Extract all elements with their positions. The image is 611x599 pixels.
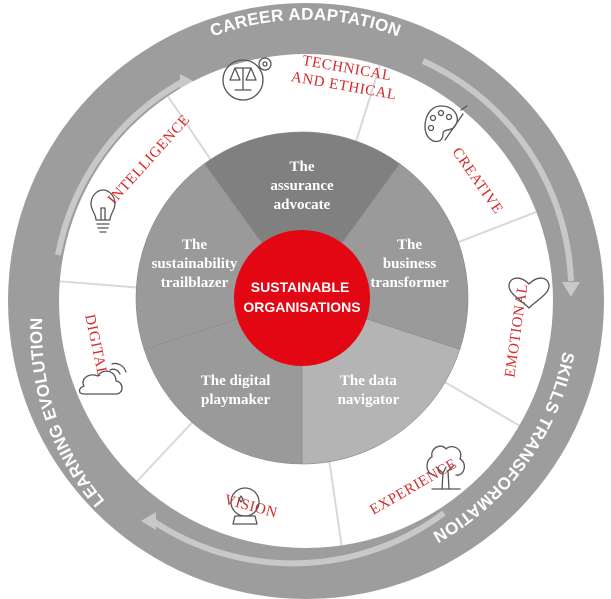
role-label: The data navigator [338,373,400,408]
role-label-line: The [182,237,207,253]
palette-icon [424,105,468,143]
arrowhead-bottom [141,512,156,530]
role-label-line: The [397,237,422,253]
arrow-left-side [55,79,184,256]
role-label-line: advocate [274,197,331,213]
arrowhead-right [562,282,580,297]
role-label: The sustainability trailblazer [152,237,238,291]
segment-divider [435,375,520,427]
role-label-line: transformer [370,275,449,291]
role-label-line: The data [340,373,398,389]
role-label-line: sustainability [152,256,238,272]
cloud-icon [78,362,127,395]
arrowhead-left [180,74,195,90]
heart-icon [508,277,550,309]
role-label: The business transformer [370,237,449,291]
role-label-line: The [289,159,314,175]
segment-divider [326,449,343,546]
center-circle [234,230,370,366]
arrow-right-side [421,58,574,282]
role-slice [203,131,401,299]
cycle-arrowheads [141,74,580,530]
role-label-line: business [383,256,437,272]
role-label: The digital playmaker [201,373,271,408]
tree-icon [426,445,466,490]
cycle-arrows [55,58,574,567]
arrow-bottom [151,510,446,567]
lightbulb-icon [90,189,116,233]
role-label-line: playmaker [201,392,271,408]
role-label-line: navigator [338,392,400,408]
role-label-line: trailblazer [161,275,229,291]
center-label-line-2: ORGANISATIONS [243,299,360,315]
role-label: The assurance advocate [270,159,334,213]
scales-gears-icon [222,57,272,101]
segment-divider [445,210,537,248]
role-label-line: assurance [270,178,334,194]
center-label: SUSTAINABLE ORGANISATIONS [243,279,360,315]
role-label-line: The digital [201,373,271,389]
center-label-line-1: SUSTAINABLE [251,279,350,295]
crystal-ball-icon [230,487,260,525]
